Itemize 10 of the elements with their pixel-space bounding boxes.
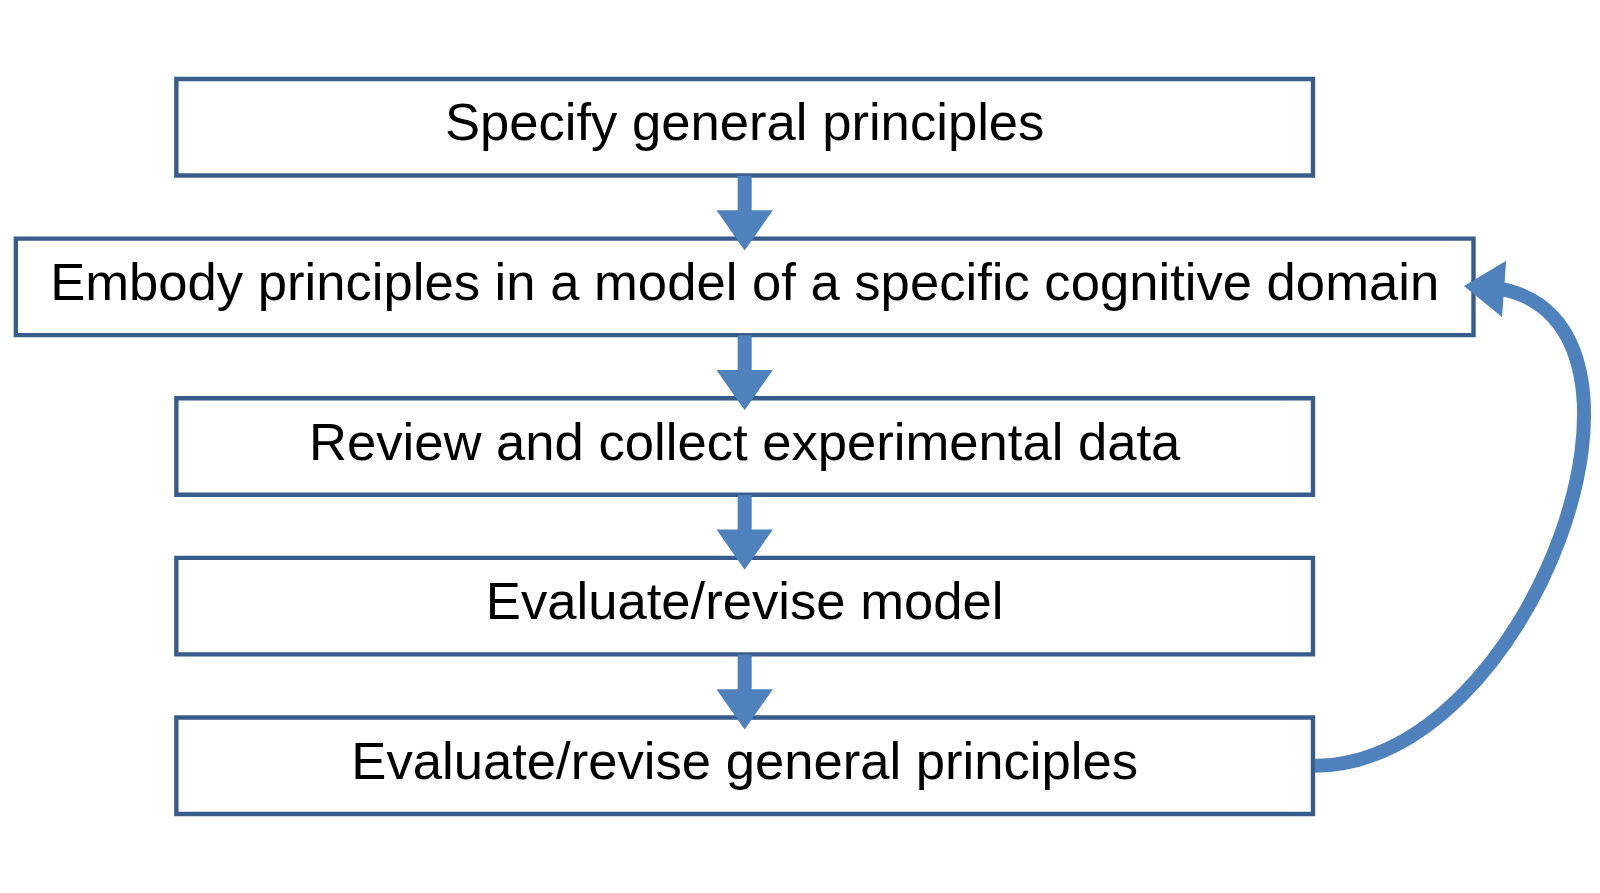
arrow xyxy=(716,335,773,411)
node-box: Review and collect experimental data xyxy=(174,396,1316,497)
node-box: Embody principles in a model of a specific cognitive domain xyxy=(13,236,1476,338)
node-box: Specify general principles xyxy=(174,76,1316,178)
node-box: Evaluate/revise model xyxy=(174,555,1316,657)
arrow xyxy=(716,175,773,251)
arrow xyxy=(1313,260,1591,773)
arrow xyxy=(716,654,773,730)
node-box: Evaluate/revise general principles xyxy=(174,715,1316,817)
arrow xyxy=(716,495,773,570)
